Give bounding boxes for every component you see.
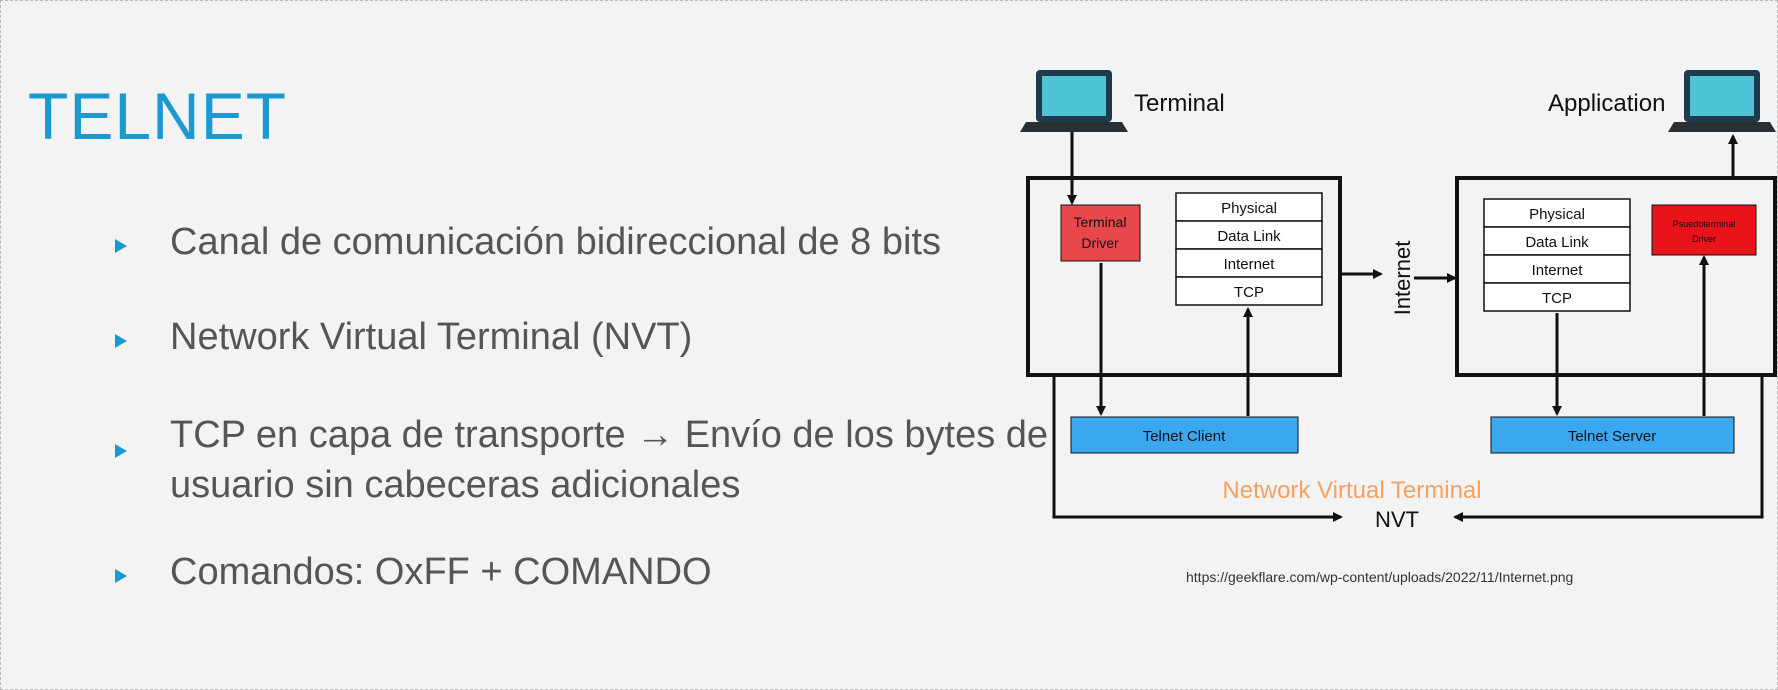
slide-title: TELNET [28, 79, 288, 153]
application-label: Application [1548, 90, 1665, 117]
triangle-bullet-icon [115, 444, 127, 458]
pseudoterminal-driver-label-2: Driver [1692, 234, 1716, 244]
triangle-bullet-icon [115, 334, 127, 348]
stack-layer-label: TCP [1542, 290, 1572, 307]
client-stack: Physical Data Link Internet TCP [1175, 192, 1323, 306]
bullet-text: Comandos: OxFF + COMANDO [170, 551, 712, 593]
terminal-driver-label-2: Driver [1081, 235, 1119, 251]
triangle-bullet-icon [115, 569, 127, 583]
triangle-bullet-icon [115, 239, 127, 253]
flow-arrows [1052, 132, 1764, 522]
source-url: https://geekflare.com/wp-content/uploads… [1186, 569, 1574, 585]
terminal-driver-box [1060, 204, 1141, 262]
stack-layer-label: Internet [1532, 262, 1584, 279]
client-host-box [1026, 176, 1342, 377]
telnet-client-label: Telnet Client [1143, 428, 1226, 445]
bullet-text: Canal de comunicación bidireccional de 8… [170, 221, 942, 263]
stack-layer-label: Internet [1224, 256, 1276, 273]
telnet-server-label: Telnet Server [1568, 428, 1656, 445]
bullet-text-continuation: usuario sin cabeceras adicionales [170, 464, 741, 506]
server-stack: Physical Data Link Internet TCP [1483, 198, 1631, 312]
stack-layer-label: Data Link [1525, 234, 1589, 251]
nvt-title: Network Virtual Terminal [1222, 477, 1481, 504]
laptop-icon [1668, 70, 1776, 132]
telnet-server-box [1490, 416, 1735, 454]
stack-layer-label: Physical [1529, 206, 1585, 223]
nvt-label: NVT [1375, 507, 1419, 532]
pseudoterminal-driver-box [1651, 204, 1757, 256]
bullet-text: TCP en capa de transporte → Envío de los… [170, 414, 1049, 456]
laptop-icon [1020, 70, 1128, 132]
terminal-driver-label: Terminal [1074, 214, 1127, 230]
pseudoterminal-driver-label: Psuedoterminal [1673, 219, 1736, 229]
stack-layer-label: TCP [1234, 284, 1264, 301]
server-host-box [1455, 176, 1777, 377]
terminal-label: Terminal [1134, 90, 1225, 117]
stack-layer-label: Data Link [1217, 228, 1281, 245]
bullet-text: Network Virtual Terminal (NVT) [170, 316, 693, 358]
stack-layer-label: Physical [1221, 200, 1277, 217]
internet-label: Internet [1390, 241, 1415, 316]
telnet-client-box [1070, 416, 1299, 454]
